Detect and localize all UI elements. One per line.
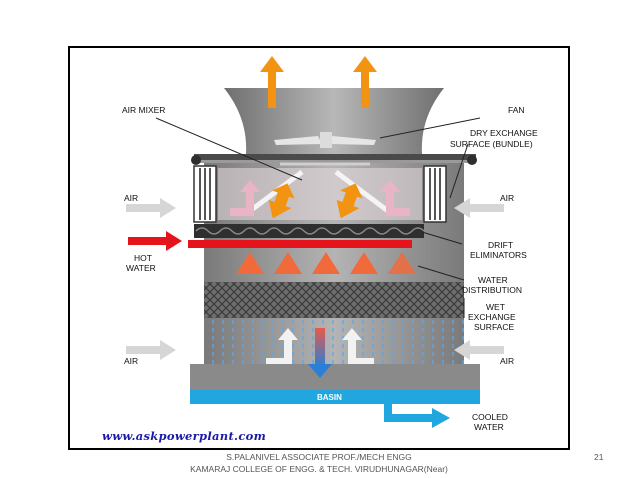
water-down-arrow (308, 328, 332, 378)
pink-arrows (230, 180, 410, 216)
leader-lines (155, 117, 481, 318)
footer-line-1: S.PALANIVEL ASSOCIATE PROF./MECH ENGG (226, 452, 412, 462)
label-wet-exchange-3: SURFACE (474, 322, 514, 332)
label-air-top-left: AIR (124, 193, 138, 203)
water-drops (204, 320, 464, 364)
dry-exchange-left (193, 165, 217, 223)
label-wet-exchange-2: EXCHANGE (468, 312, 516, 322)
top-rail (194, 154, 476, 162)
hot-water-arrow (128, 231, 182, 251)
air-mixer-vanes (244, 170, 394, 216)
source-url[interactable]: www.askpowerplant.com (102, 429, 267, 443)
label-air-bottom-right: AIR (500, 356, 514, 366)
basin (190, 390, 480, 404)
label-air-bottom-left: AIR (124, 356, 138, 366)
exhaust-arrows (260, 56, 377, 108)
label-water-distribution-2: DISTRIBUTION (462, 285, 522, 295)
footer: S.PALANIVEL ASSOCIATE PROF./MECH ENGG KA… (0, 452, 638, 475)
basin-label: BASIN (317, 393, 342, 402)
label-fan: FAN (508, 105, 525, 115)
air-up-arrows (266, 328, 374, 364)
cooled-water-arrow (384, 402, 450, 428)
label-hot-water-2: WATER (126, 263, 156, 273)
label-cooled-1: COOLED (472, 412, 508, 422)
label-air-top-right: AIR (500, 193, 514, 203)
label-cooled-2: WATER (474, 422, 504, 432)
label-dry-exchange-2: SURFACE (BUNDLE) (450, 139, 533, 149)
dry-exchange-right (423, 165, 447, 223)
cooling-tower-diagram: BASIN AIR MIXER FAN DRY EXCHANGE SURFACE… (122, 56, 538, 432)
wet-exchange-surface (204, 282, 464, 318)
air-arrows (126, 198, 504, 360)
hot-water-pipe (188, 240, 412, 248)
page-number: 21 (594, 452, 604, 462)
label-wet-exchange-1: WET (486, 302, 505, 312)
spray-nozzles (236, 252, 416, 274)
label-drift-2: ELIMINATORS (470, 250, 527, 260)
footer-line-2: KAMARAJ COLLEGE OF ENGG. & TECH. VIRUDHU… (190, 463, 448, 474)
label-drift-1: DRIFT (488, 240, 513, 250)
orange-small-arrows (268, 183, 363, 219)
drift-eliminators (194, 224, 424, 238)
label-dry-exchange-1: DRY EXCHANGE (470, 128, 538, 138)
label-air-mixer: AIR MIXER (122, 105, 165, 115)
label-hot-water-1: HOT (134, 253, 152, 263)
fan (274, 132, 376, 148)
label-water-distribution-1: WATER (478, 275, 508, 285)
fan-stack (224, 88, 444, 154)
diagram-frame: BASIN AIR MIXER FAN DRY EXCHANGE SURFACE… (68, 46, 570, 450)
